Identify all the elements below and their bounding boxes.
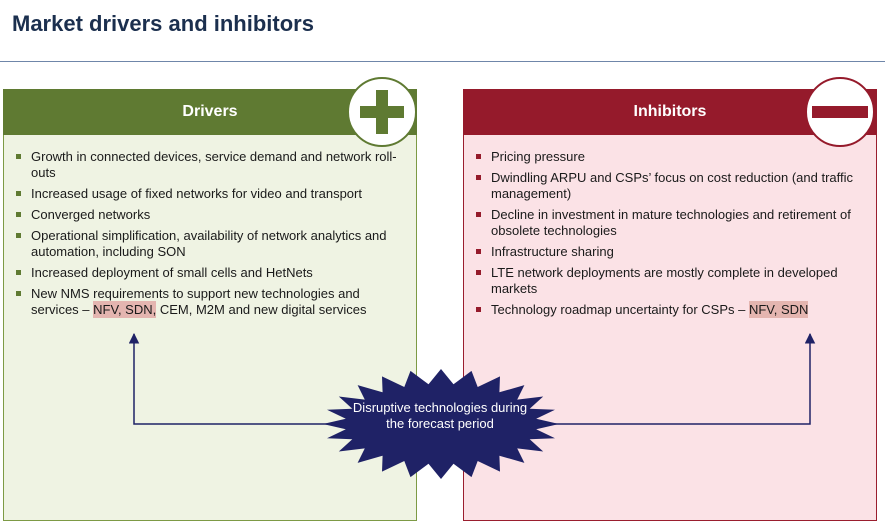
page-title: Market drivers and inhibitors xyxy=(12,11,314,36)
inhibitors-panel: Inhibitors Pricing pressure Dwindling AR… xyxy=(463,77,877,521)
drivers-panel: Drivers Growth in connected devices, ser… xyxy=(3,77,417,521)
list-item: Dwindling ARPU and CSPs’ focus on cost r… xyxy=(475,170,870,202)
list-item: Pricing pressure xyxy=(475,149,870,165)
highlight-nfv-sdn: NFV, SDN xyxy=(748,301,809,318)
list-item: Increased usage of fixed networks for vi… xyxy=(15,186,410,202)
list-item: Operational simplification, availability… xyxy=(15,228,410,260)
list-item: Decline in investment in mature technolo… xyxy=(475,207,870,239)
highlight-nfv-sdn: NFV, SDN, xyxy=(93,301,157,318)
list-item: Increased deployment of small cells and … xyxy=(15,265,410,281)
list-item: Technology roadmap uncertainty for CSPs … xyxy=(475,301,870,318)
inhibitors-list: Pricing pressure Dwindling ARPU and CSPs… xyxy=(475,149,870,323)
title-divider xyxy=(0,61,885,62)
list-item: LTE network deployments are mostly compl… xyxy=(475,265,870,297)
list-item: New NMS requirements to support new tech… xyxy=(15,286,410,318)
drivers-list: Growth in connected devices, service dem… xyxy=(15,149,410,323)
list-item: Converged networks xyxy=(15,207,410,223)
list-item: Infrastructure sharing xyxy=(475,244,870,260)
plus-icon xyxy=(347,77,417,147)
minus-icon xyxy=(805,77,875,147)
list-item: Growth in connected devices, service dem… xyxy=(15,149,410,181)
disruptive-callout-text: Disruptive technologies during the forec… xyxy=(352,400,528,431)
